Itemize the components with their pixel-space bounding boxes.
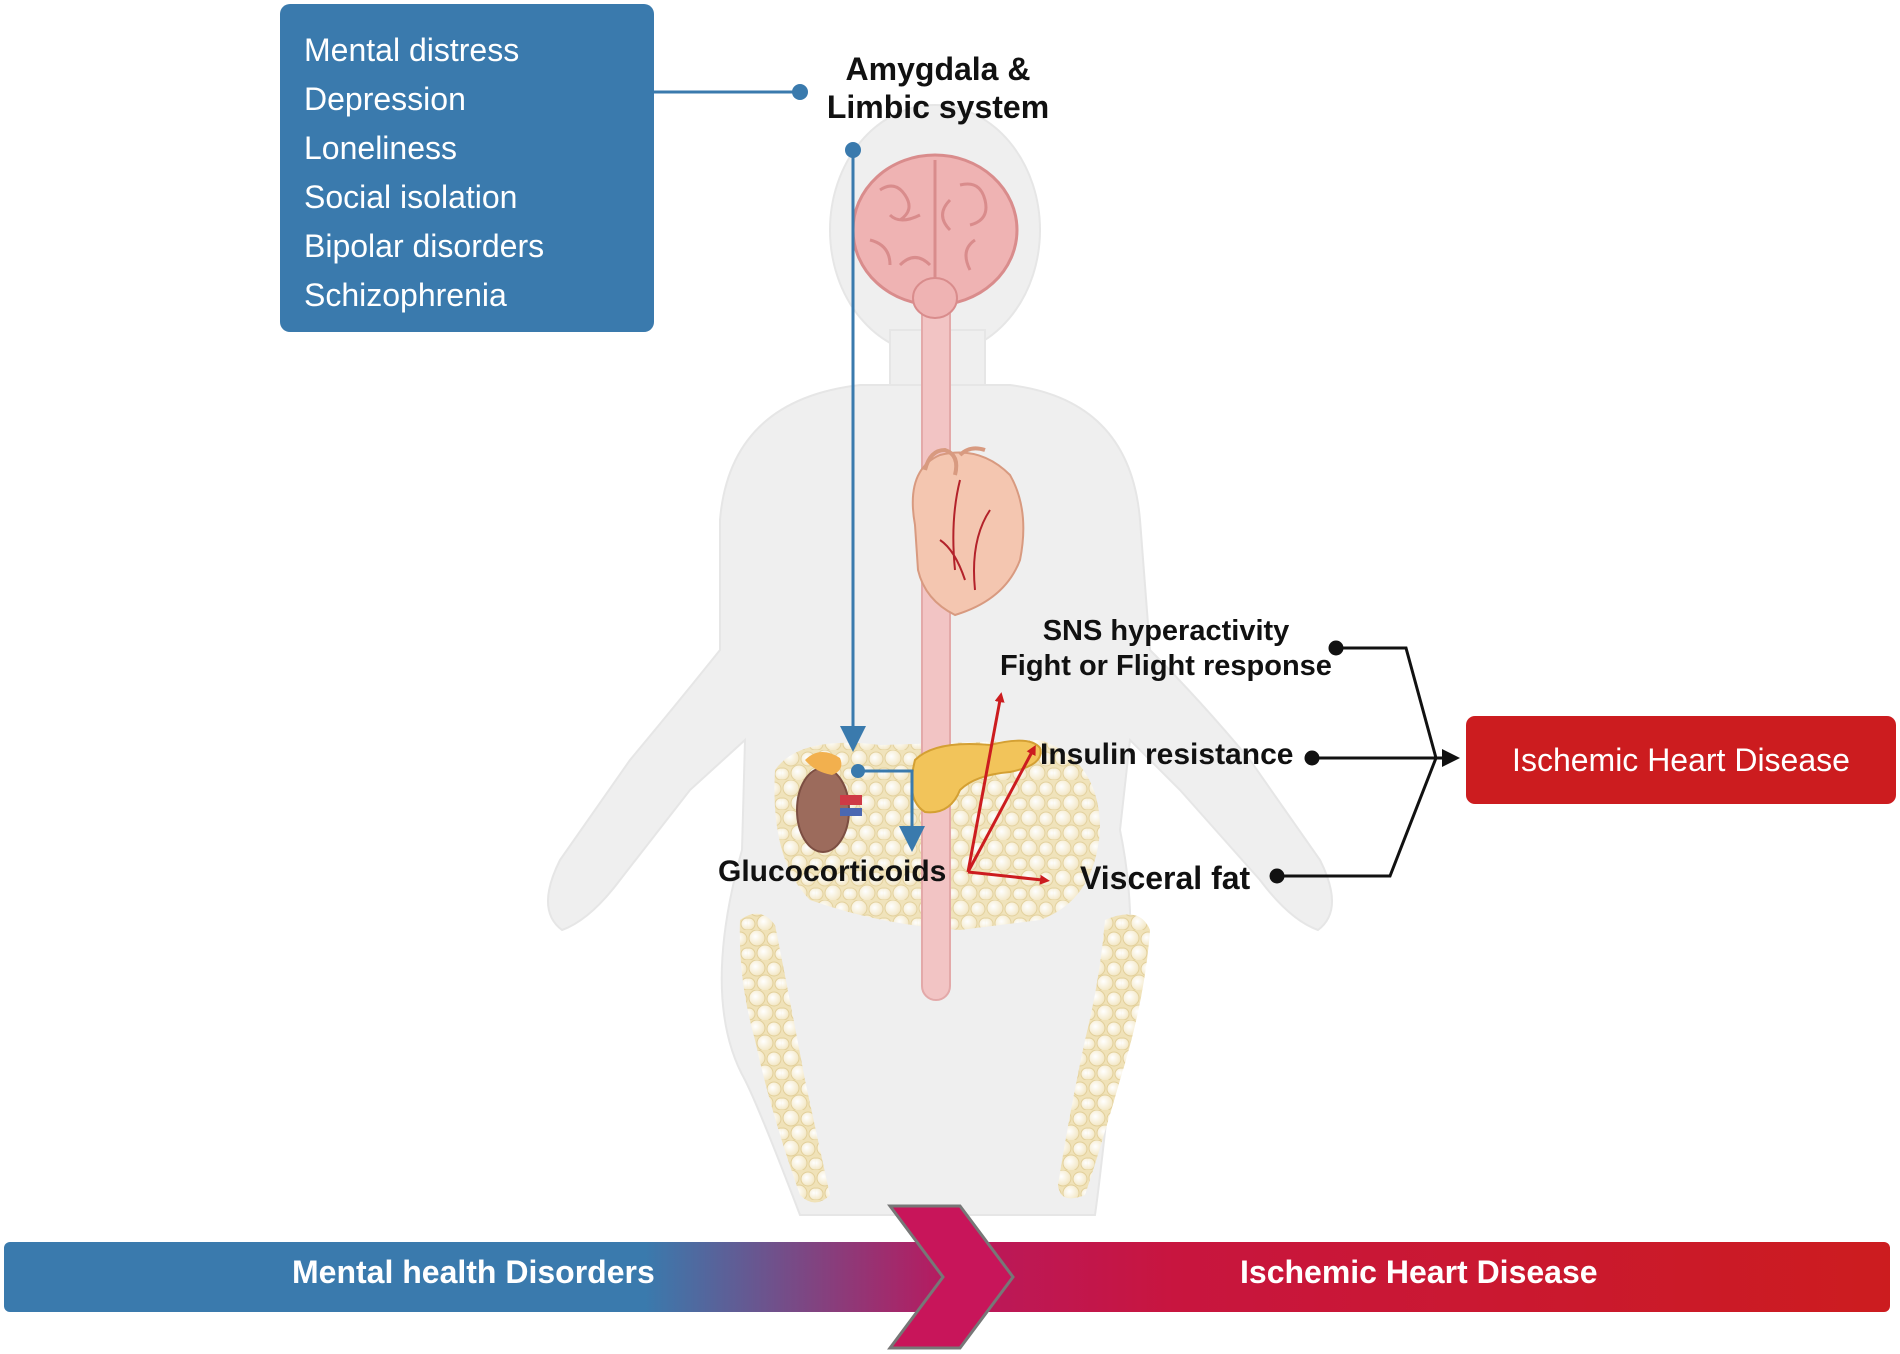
amygdala-label: Amygdala & Limbic system [800, 50, 1076, 126]
pancreas-icon [910, 739, 1042, 814]
spinal-cord [921, 299, 951, 1001]
ischemic-heart-disease-box: Ischemic Heart Disease [1466, 716, 1896, 804]
thigh-fat-right [1058, 914, 1150, 1199]
condition-item: Loneliness [304, 130, 457, 166]
chevron-right-icon [887, 1204, 1015, 1350]
condition-item: Social isolation [304, 179, 518, 215]
condition-item: Mental distress [304, 32, 520, 68]
condition-item: Depression [304, 81, 466, 117]
condition-item: Schizophrenia [304, 277, 507, 313]
timeline-right-label: Ischemic Heart Disease [1240, 1254, 1598, 1290]
mental-conditions-box: Mental distress Depression Loneliness So… [280, 4, 654, 332]
glucocorticoids-label: Glucocorticoids [718, 855, 947, 888]
sns-label-line1: SNS hyperactivity [1042, 615, 1290, 647]
outcome-connectors [1269, 640, 1460, 884]
visceral-fat-label: Visceral fat [1080, 860, 1251, 896]
thigh-fat-left [739, 913, 830, 1203]
sns-label-line2: Fight or Flight response [1000, 650, 1332, 682]
adrenal-arrow [851, 764, 925, 852]
amygdala-label-line2: Limbic system [826, 89, 1050, 125]
kidney-icon [796, 751, 862, 853]
amygdala-label-line1: Amygdala & [845, 51, 1031, 87]
connector-box-to-amygdala [654, 84, 808, 100]
hpa-axis-arrow [840, 142, 866, 752]
sns-label: SNS hyperactivity Fight or Flight respon… [990, 614, 1342, 684]
glucocorticoid-effect-arrows [966, 692, 1050, 885]
heart-icon [911, 446, 1025, 617]
insulin-resistance-label: Insulin resistance [1040, 738, 1294, 771]
condition-item: Bipolar disorders [304, 228, 545, 264]
timeline-bar [4, 1204, 1890, 1350]
timeline-left-label: Mental health Disorders [292, 1254, 655, 1290]
